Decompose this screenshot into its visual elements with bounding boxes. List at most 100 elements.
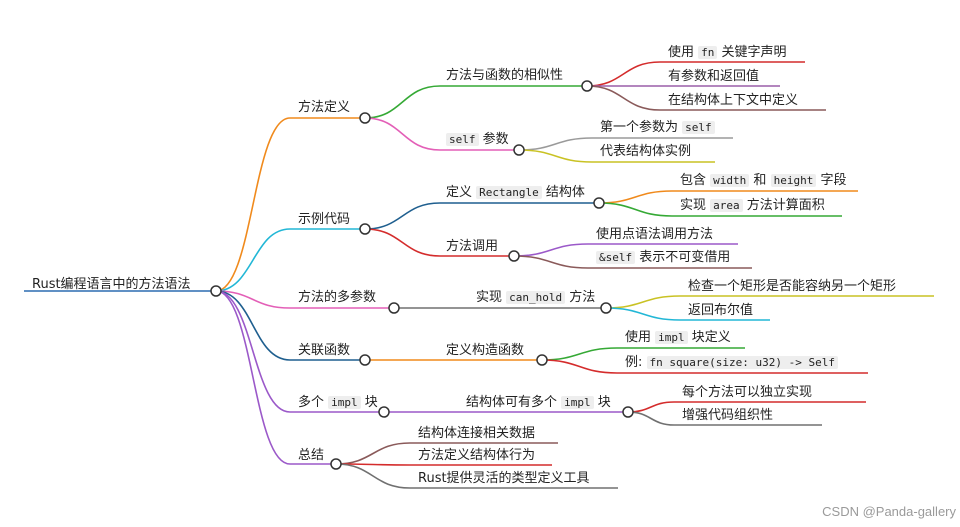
node-text: 参数 <box>482 132 509 147</box>
link-b1-s1 <box>364 85 441 119</box>
leaf-text: 实现 <box>680 198 707 213</box>
b1-s2-toggle[interactable] <box>513 144 525 156</box>
leaf-summary-3: Rust提供灵活的类型定义工具 <box>418 471 590 486</box>
code-width: width <box>710 174 750 187</box>
code-impl: impl <box>561 396 594 409</box>
link-b6-l3 <box>335 463 411 489</box>
link-b4s1-l1 <box>541 347 618 361</box>
node-similarity[interactable]: 方法与函数的相似性 <box>446 68 564 83</box>
code-self: self <box>682 121 715 134</box>
b6-toggle[interactable] <box>330 458 342 470</box>
link-b3s1-l1 <box>605 295 681 309</box>
node-text: 结构体 <box>545 185 585 200</box>
leaf-fn-keyword: 使用 fn 关键字声明 <box>668 44 787 62</box>
node-text: 块 <box>597 395 611 410</box>
node-text: 方法 <box>569 290 596 305</box>
link-s1-l1 <box>586 61 661 87</box>
link-b6-l1 <box>335 442 411 465</box>
node-example-code[interactable]: 示例代码 <box>298 212 351 227</box>
leaf-text: 和 <box>753 173 767 188</box>
link-root-b3 <box>215 290 291 309</box>
link-root-b1 <box>215 117 291 292</box>
link-b2s2-l2 <box>513 255 589 269</box>
node-self-param[interactable]: self 参数 <box>446 131 509 149</box>
link-root-b6 <box>215 290 291 465</box>
leaf-text: 使用 <box>668 45 695 60</box>
leaf-square-example: 例: fn square(size: u32) -> Self <box>625 354 838 372</box>
link-b2s1-l1 <box>598 190 673 204</box>
code-impl: impl <box>328 396 361 409</box>
link-s1-l3 <box>586 85 661 111</box>
link-b1-s2 <box>364 117 441 151</box>
link-s2-l2 <box>518 149 593 163</box>
node-text: 块 <box>364 395 378 410</box>
node-text: 结构体可有多个 <box>466 395 558 410</box>
leaf-return-bool: 返回布尔值 <box>688 303 754 318</box>
b4-toggle[interactable] <box>359 354 371 366</box>
node-define-rectangle[interactable]: 定义 Rectangle 结构体 <box>446 184 585 202</box>
link-root-b4 <box>215 290 291 361</box>
b2-toggle[interactable] <box>359 223 371 235</box>
leaf-text: 表示不可变借用 <box>639 250 731 265</box>
link-s2-l1 <box>518 137 593 151</box>
node-can-hold[interactable]: 实现 can_hold 方法 <box>476 289 595 307</box>
node-constructor[interactable]: 定义构造函数 <box>446 343 525 358</box>
code-can-hold: can_hold <box>506 291 566 304</box>
b2-s1-toggle[interactable] <box>593 197 605 209</box>
leaf-dot-syntax: 使用点语法调用方法 <box>596 227 714 242</box>
code-fn: fn <box>698 46 718 59</box>
leaf-fields: 包含 width 和 height 字段 <box>680 172 846 190</box>
code-rectangle: Rectangle <box>476 186 542 199</box>
node-text: 实现 <box>476 290 503 305</box>
link-root-b2 <box>215 228 291 292</box>
node-multiple-impl[interactable]: 多个 impl 块 <box>298 394 378 412</box>
b2-s2-toggle[interactable] <box>508 250 520 262</box>
code-height: height <box>770 174 817 187</box>
node-text: 多个 <box>298 395 325 410</box>
node-multi-params[interactable]: 方法的多参数 <box>298 290 377 305</box>
b1-toggle[interactable] <box>359 112 371 124</box>
leaf-code-organization: 增强代码组织性 <box>682 408 774 423</box>
root-toggle[interactable] <box>210 285 222 297</box>
leaf-text: 块定义 <box>691 330 731 345</box>
leaf-params-return: 有参数和返回值 <box>668 69 760 84</box>
link-b2-s2 <box>364 228 441 257</box>
link-b3s1-l2 <box>605 307 681 321</box>
link-b5s1-l1 <box>627 401 675 413</box>
leaf-summary-2: 方法定义结构体行为 <box>418 448 536 463</box>
leaf-impl-block: 使用 impl 块定义 <box>625 329 731 347</box>
node-method-definition[interactable]: 方法定义 <box>298 100 351 115</box>
code-self: self <box>446 133 479 146</box>
b3-s1-toggle[interactable] <box>600 302 612 314</box>
leaf-struct-instance: 代表结构体实例 <box>600 144 692 159</box>
link-b5s1-l2 <box>627 411 675 426</box>
code-area: area <box>710 199 743 212</box>
link-root-b5 <box>215 290 291 413</box>
b3-toggle[interactable] <box>388 302 400 314</box>
code-square-signature: fn square(size: u32) -> Self <box>646 356 838 369</box>
node-text: 定义 <box>446 185 473 200</box>
b5-s1-toggle[interactable] <box>622 406 634 418</box>
leaf-immutable-borrow: &self 表示不可变借用 <box>596 249 730 267</box>
node-method-call[interactable]: 方法调用 <box>446 239 499 254</box>
link-b2s1-l2 <box>598 202 673 217</box>
b1-s1-toggle[interactable] <box>581 80 593 92</box>
leaf-text: 例: <box>625 355 643 370</box>
node-summary[interactable]: 总结 <box>298 448 325 463</box>
leaf-contain-check: 检查一个矩形是否能容纳另一个矩形 <box>688 279 897 294</box>
code-impl: impl <box>655 331 688 344</box>
leaf-text: 关键字声明 <box>721 45 787 60</box>
root-node[interactable]: Rust编程语言中的方法语法 <box>32 277 191 292</box>
leaf-text: 使用 <box>625 330 652 345</box>
leaf-first-param: 第一个参数为 self <box>600 119 715 137</box>
node-associated-functions[interactable]: 关联函数 <box>298 343 351 358</box>
link-b4s1-l2 <box>541 359 618 374</box>
leaf-text: 方法计算面积 <box>746 198 825 213</box>
watermark: CSDN @Panda-gallery <box>822 504 956 519</box>
b5-toggle[interactable] <box>378 406 390 418</box>
node-struct-multiple-impl[interactable]: 结构体可有多个 impl 块 <box>466 394 611 412</box>
b4-s1-toggle[interactable] <box>536 354 548 366</box>
leaf-independent-impl: 每个方法可以独立实现 <box>682 385 813 400</box>
